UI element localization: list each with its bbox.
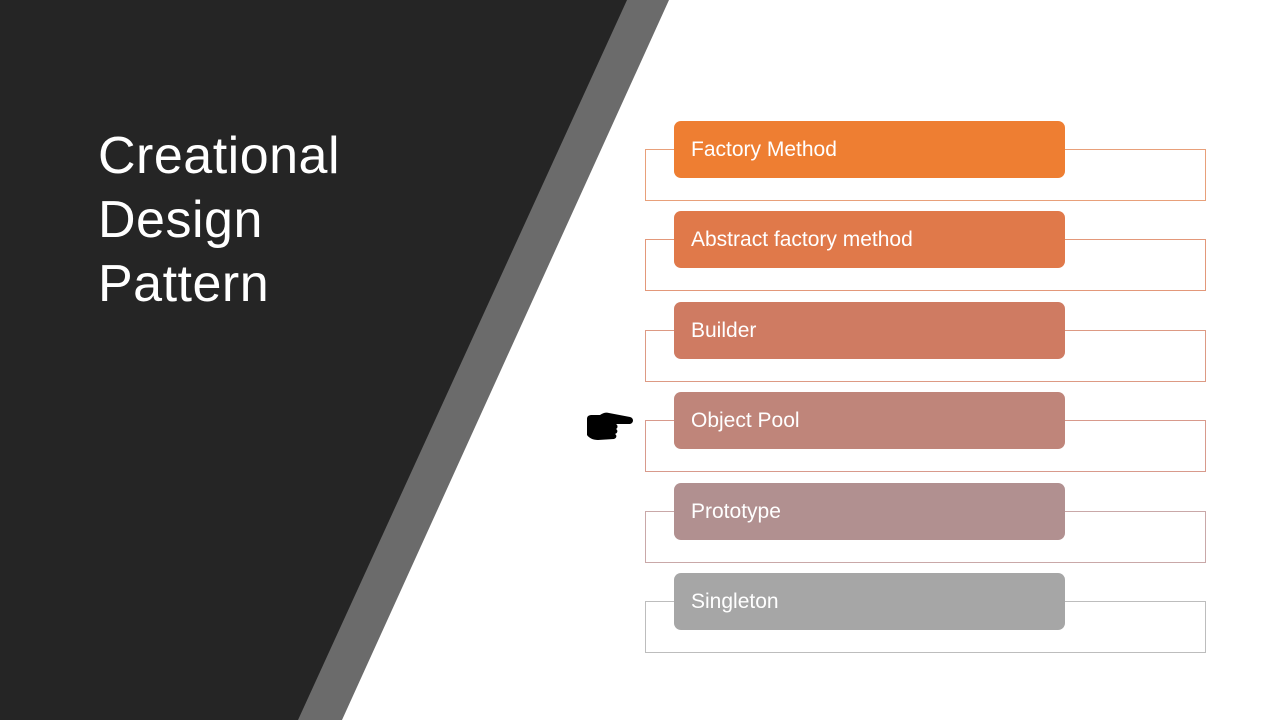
item-label-box: Abstract factory method [674, 211, 1065, 268]
pointing-hand-icon [587, 412, 633, 440]
item-label: Abstract factory method [691, 227, 913, 251]
item-label: Prototype [691, 499, 781, 523]
list-item-singleton: Singleton [645, 573, 1206, 653]
item-label-box: Factory Method [674, 121, 1065, 178]
title-line-3: Pattern [98, 255, 270, 313]
title-line-1: Creational [98, 127, 341, 185]
item-label: Factory Method [691, 137, 837, 161]
item-label: Object Pool [691, 408, 800, 432]
title-line-2: Design [98, 191, 263, 249]
item-label-box: Builder [674, 302, 1065, 359]
item-label: Singleton [691, 589, 779, 613]
item-label-box: Prototype [674, 483, 1065, 540]
list-item-prototype: Prototype [645, 483, 1206, 563]
list-item-factory-method: Factory Method [645, 121, 1206, 201]
list-item-object-pool: Object Pool [645, 392, 1206, 472]
item-label-box: Object Pool [674, 392, 1065, 449]
item-label: Builder [691, 318, 757, 342]
slide-title: Creational Design Pattern [98, 124, 340, 316]
dark-panel [0, 0, 627, 720]
list-item-abstract-factory-method: Abstract factory method [645, 211, 1206, 291]
list-item-builder: Builder [645, 302, 1206, 382]
item-label-box: Singleton [674, 573, 1065, 630]
